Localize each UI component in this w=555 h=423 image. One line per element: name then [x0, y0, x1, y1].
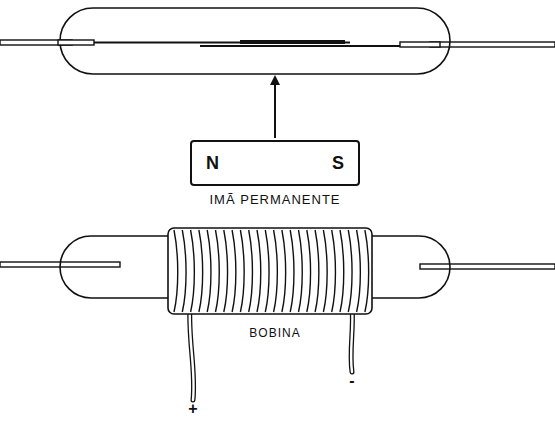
field-arrow [274, 80, 276, 138]
reed-switch-bottom [0, 228, 555, 400]
coil-winding [216, 230, 220, 312]
coil-winding [265, 230, 269, 312]
coil-winding [290, 230, 294, 312]
coil-winding [365, 230, 369, 312]
coil-winding [249, 230, 253, 312]
coil-winding [182, 230, 186, 312]
coil-winding [174, 230, 178, 312]
coil-winding [307, 230, 311, 312]
coil-winding [332, 230, 336, 312]
coil-winding [274, 230, 278, 312]
coil-winding [257, 230, 261, 312]
coil-winding [240, 230, 244, 312]
pole-letter: S [332, 153, 344, 174]
coil-winding [315, 230, 319, 312]
terminal-sign: - [349, 372, 354, 390]
coil-winding [348, 230, 352, 312]
coil-winding [282, 230, 286, 312]
coil-winding [340, 230, 344, 312]
terminal-sign: + [188, 400, 197, 418]
magnet-box: NSIMÃ PERMANENTE [190, 140, 360, 186]
coil-winding [207, 230, 211, 312]
coil-winding [199, 230, 203, 312]
coil-winding [299, 230, 303, 312]
part-name: IMÃ PERMANENTE [209, 192, 340, 207]
coil-winding [224, 230, 228, 312]
coil-winding [357, 230, 361, 312]
reed-switch-top [0, 8, 555, 74]
pole-letter: N [206, 153, 219, 174]
coil-winding [191, 230, 195, 312]
coil-label: BOBINA [247, 326, 302, 340]
coil-winding [232, 230, 236, 312]
coil-winding [323, 230, 327, 312]
